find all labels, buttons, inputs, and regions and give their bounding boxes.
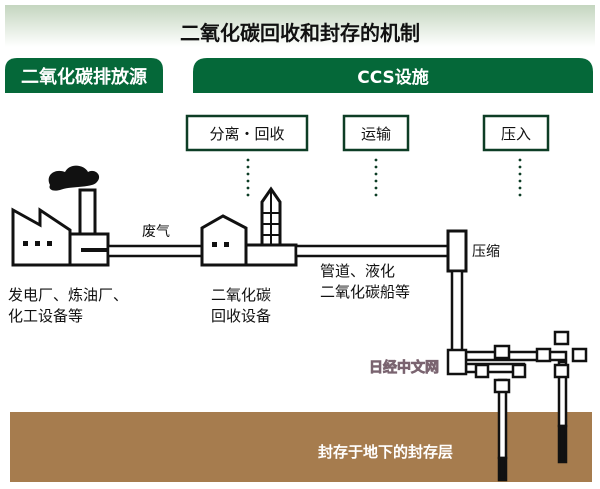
exhaust-label: 废气 — [142, 224, 170, 240]
svg-text:分离・回收: 分离・回收 — [209, 125, 284, 143]
vertical-pipe — [450, 269, 464, 353]
dotted-connectors — [246, 158, 522, 197]
page-title: 二氧化碳回收和封存的机制 — [180, 21, 420, 45]
capture-caption-line1: 二氧化碳 — [211, 286, 271, 304]
source-caption-line1: 发电厂、炼油厂、 — [8, 286, 128, 304]
title-band — [5, 5, 595, 47]
source-header — [5, 58, 163, 93]
storage-label: 封存于地下的封存层 — [318, 443, 453, 461]
compress-label: 压缩 — [472, 244, 500, 260]
ccs-header-label: CCS设施 — [357, 67, 429, 88]
ccs-header — [193, 58, 593, 93]
source-caption-line2: 化工设备等 — [8, 307, 83, 325]
stage-transport: 运输 — [342, 114, 410, 152]
svg-text:运输: 运输 — [361, 125, 391, 143]
svg-text:压入: 压入 — [501, 125, 531, 143]
capture-caption-line2: 回收设备 — [211, 307, 271, 325]
factory-icon — [11, 165, 110, 267]
watermark: 日经中文网 — [369, 359, 439, 376]
stage-separation: 分离・回收 — [185, 114, 309, 152]
exhaust-pipe — [106, 244, 204, 258]
source-header-label: 二氧化碳排放源 — [21, 66, 147, 88]
injection-wells-icon — [446, 330, 588, 482]
capture-plant-icon — [200, 186, 298, 267]
stage-injection: 压入 — [482, 114, 550, 152]
transport-caption-line2: 二氧化碳船等 — [320, 283, 410, 301]
underground-layer — [10, 412, 592, 482]
compressor-icon — [446, 229, 468, 273]
transport-pipe — [294, 244, 450, 258]
transport-caption-line1: 管道、液化 — [320, 262, 395, 280]
